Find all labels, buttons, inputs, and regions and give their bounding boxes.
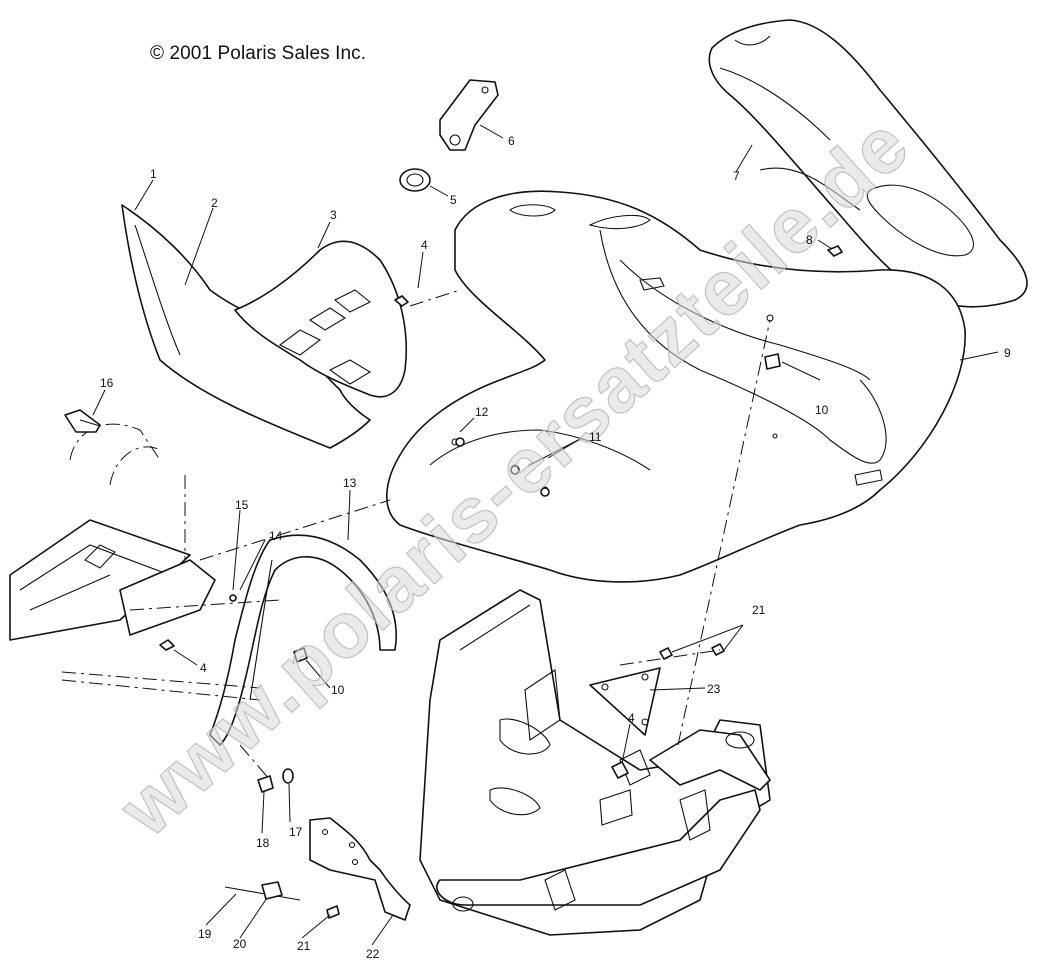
callout-1: 1	[150, 167, 157, 181]
callout-4-left: 4	[200, 661, 207, 675]
copyright-notice: © 2001 Polaris Sales Inc.	[150, 43, 367, 64]
seat-part	[708, 19, 1028, 308]
leader-lines	[92, 124, 999, 946]
callout-22: 22	[366, 947, 380, 961]
callout-12: 12	[475, 405, 489, 419]
callout-23: 23	[707, 682, 721, 696]
callout-8: 8	[806, 233, 813, 247]
callout-16: 16	[100, 376, 114, 390]
callout-18: 18	[256, 836, 270, 850]
callout-10-upper: 10	[815, 403, 829, 417]
footwell-part	[9, 423, 216, 641]
callout-19: 19	[198, 927, 212, 941]
hardware-parts	[64, 295, 781, 919]
seat-clip-part	[827, 245, 843, 257]
mud-flap-part	[309, 817, 411, 921]
callout-9: 9	[1004, 346, 1011, 360]
callout-4-upper: 4	[421, 238, 428, 252]
mounting-plate-part	[589, 667, 661, 736]
fender-flare-part	[209, 534, 398, 746]
callout-3: 3	[330, 208, 337, 222]
callout-11: 11	[589, 430, 602, 444]
callout-10-lower: 10	[331, 683, 345, 697]
callout-17: 17	[289, 825, 303, 839]
callout-6: 6	[508, 134, 515, 148]
side-panel-part	[121, 204, 408, 449]
callout-7: 7	[733, 169, 740, 183]
callout-2: 2	[211, 196, 218, 210]
grommet-part	[399, 168, 431, 192]
callout-4-frame: 4	[628, 711, 635, 725]
callout-21-upper: 21	[752, 603, 766, 617]
callout-21-lower: 21	[297, 939, 311, 953]
callout-13: 13	[343, 476, 357, 490]
callout-15: 15	[235, 498, 249, 512]
callout-14: 14	[269, 529, 283, 543]
assembly-lines	[61, 289, 771, 781]
bracket-part	[439, 79, 499, 151]
callout-5: 5	[450, 193, 457, 207]
callout-20: 20	[233, 937, 247, 951]
callout-labels: 1 2 3 4 4 4 5 6 7 8 9 10 10 11 12 13 14 …	[100, 134, 1011, 961]
frame-part	[419, 589, 771, 936]
